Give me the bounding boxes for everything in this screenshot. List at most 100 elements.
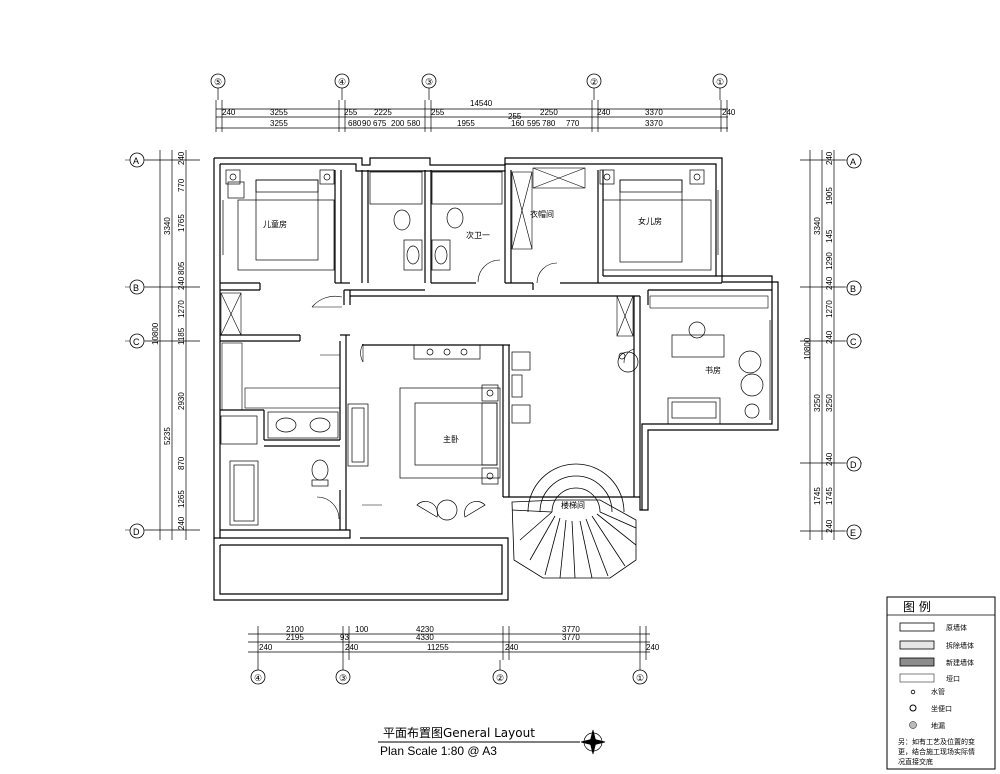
svg-text:1270: 1270 [177, 300, 186, 318]
svg-text:4230: 4230 [416, 625, 434, 634]
svg-text:240: 240 [825, 151, 834, 165]
svg-text:④: ④ [338, 77, 346, 87]
svg-text:580: 580 [407, 119, 421, 128]
right-dim-text: 3340 3250 1745 240 1905 145 1290 240 127… [803, 151, 834, 533]
svg-text:1765: 1765 [177, 214, 186, 232]
svg-text:3255: 3255 [270, 119, 288, 128]
svg-text:145: 145 [825, 229, 834, 243]
svg-text:805: 805 [177, 261, 186, 275]
legend-swatch-hatch-light [899, 640, 935, 650]
svg-text:240: 240 [177, 151, 186, 165]
room-label-stairwell: 楼梯间 [561, 500, 585, 510]
kids-room-furniture [222, 169, 335, 271]
svg-text:11255: 11255 [427, 643, 449, 652]
svg-text:2930: 2930 [177, 392, 186, 410]
svg-text:1185: 1185 [177, 327, 186, 345]
svg-text:240: 240 [177, 276, 186, 290]
svg-text:A: A [850, 157, 856, 167]
svg-text:240: 240 [825, 452, 834, 466]
svg-text:B: B [850, 284, 856, 294]
floor-drain-icon [909, 721, 917, 729]
svg-text:②: ② [590, 77, 598, 87]
svg-text:240: 240 [259, 643, 273, 652]
svg-text:2225: 2225 [374, 108, 392, 117]
legend-swatch-plain [899, 622, 935, 632]
svg-text:坐便口: 坐便口 [931, 704, 952, 713]
bottom-dim-text: 2100 100 4230 3770 2195 93 4330 3770 112… [259, 625, 660, 652]
water-pipe-icon [910, 689, 916, 695]
svg-text:D: D [133, 527, 140, 537]
svg-text:新建墙体: 新建墙体 [946, 658, 974, 667]
svg-text:2100: 2100 [286, 625, 304, 634]
svg-text:更，结合施工现场实际情: 更，结合施工现场实际情 [898, 747, 975, 756]
right-dimensions [800, 150, 845, 540]
legend-swatch-hatch-dark [899, 657, 935, 667]
svg-text:①: ① [636, 673, 644, 683]
svg-text:C: C [850, 337, 857, 347]
plan-title: 平面布置图General Layout [383, 726, 535, 740]
svg-text:870: 870 [177, 456, 186, 470]
legend: 图 例 原墙体 拆除墙体 新建墙体 垭口 水管 坐便口 地漏 另：如有工艺及位置… [886, 596, 996, 770]
svg-text:⑤: ⑤ [214, 77, 222, 87]
room-label-bathroom: 次卫一 [466, 230, 490, 240]
svg-text:③: ③ [425, 77, 433, 87]
staircase [511, 463, 637, 579]
svg-text:240: 240 [505, 643, 519, 652]
svg-text:255: 255 [508, 112, 522, 121]
top-total-dim: 14540 [470, 99, 493, 108]
svg-text:1270: 1270 [825, 300, 834, 318]
svg-text:④: ④ [254, 673, 262, 683]
bottom-axis-markers: ④ ③ ② ① [250, 669, 648, 685]
svg-text:1290: 1290 [825, 252, 834, 270]
svg-text:255: 255 [344, 108, 358, 117]
master-bedroom-furniture [347, 344, 531, 521]
svg-text:1745: 1745 [813, 487, 822, 505]
room-label-closet: 衣帽间 [530, 209, 554, 219]
svg-text:240: 240 [825, 330, 834, 344]
svg-text:93: 93 [340, 633, 349, 642]
room-label-master: 主卧 [443, 434, 459, 444]
bathroom-fixtures [220, 171, 503, 526]
doors [311, 259, 635, 520]
svg-text:1905: 1905 [825, 187, 834, 205]
svg-text:③: ③ [339, 673, 347, 683]
bottom-dimensions [248, 626, 650, 670]
svg-text:3770: 3770 [562, 633, 580, 642]
svg-text:地漏: 地漏 [931, 721, 945, 730]
toilet-outlet-icon [909, 704, 917, 712]
svg-text:D: D [850, 460, 857, 470]
svg-text:240: 240 [825, 519, 834, 533]
svg-text:另：如有工艺及位置的变: 另：如有工艺及位置的变 [898, 737, 975, 746]
svg-text:770: 770 [177, 178, 186, 192]
svg-text:255: 255 [431, 108, 445, 117]
svg-text:240: 240 [222, 108, 236, 117]
svg-text:4330: 4330 [416, 633, 434, 642]
left-dim-text: 10800 3340 5235 240 770 1765 805 240 127… [151, 151, 186, 530]
room-label-daughter: 女儿房 [638, 216, 662, 226]
study-furniture [617, 320, 771, 425]
svg-text:770: 770 [566, 119, 580, 128]
top-row1-dims: 240 3255 255 2225 255 2250 240 3370 240 [222, 108, 736, 117]
svg-text:况直接交底: 况直接交底 [898, 757, 933, 766]
north-arrow-icon [580, 729, 606, 755]
closets [220, 167, 769, 411]
right-axis-markers: A B C D E [845, 153, 862, 540]
daughter-room-furniture [599, 169, 719, 271]
svg-text:E: E [850, 528, 856, 538]
svg-text:垭口: 垭口 [946, 675, 960, 683]
svg-text:3250: 3250 [825, 394, 834, 412]
svg-text:675: 675 [373, 119, 387, 128]
svg-text:3340: 3340 [163, 217, 172, 235]
svg-text:595: 595 [527, 119, 541, 128]
svg-text:200: 200 [391, 119, 405, 128]
svg-text:3370: 3370 [645, 119, 663, 128]
svg-text:240: 240 [646, 643, 660, 652]
svg-text:C: C [133, 337, 140, 347]
svg-text:B: B [133, 283, 139, 293]
svg-text:拆除墙体: 拆除墙体 [946, 641, 974, 650]
svg-text:10800: 10800 [803, 337, 812, 360]
svg-text:①: ① [716, 77, 724, 87]
room-label-kids: 儿童房 [263, 219, 287, 229]
svg-text:780: 780 [542, 119, 556, 128]
